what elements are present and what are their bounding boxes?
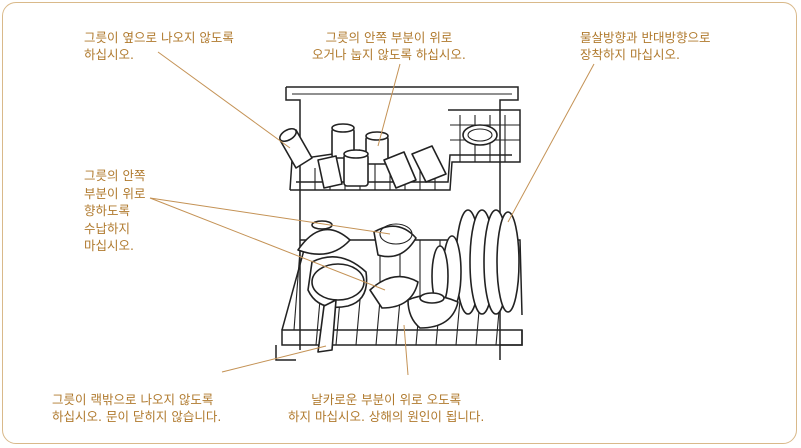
label-line: 하십시오. 문이 닫히지 않습니다. [52,409,222,424]
label-line: 하지 마십시오. 상해의 원인이 됩니다. [288,409,485,424]
label-line: 마십시오. [84,238,134,253]
upper-rack [279,109,521,191]
label-line: 오거나 눕지 않도록 하십시오. [312,47,466,62]
label-inner-part-up: 그릇의 안쪽 부분이 위로 오거나 눕지 않도록 하십시오. [312,29,466,63]
label-line: 그릇이 옆으로 나오지 않도록 [84,30,234,45]
label-line: 수납하지 [84,220,131,236]
label-line: 날카로운 부분이 위로 오도록 [311,392,462,407]
label-line: 하십시오. [84,47,134,62]
leader-lines [149,51,595,376]
bowls [297,220,459,329]
lower-rack [281,209,523,353]
label-side-stick-out: 그릇이 옆으로 나오지 않도록 하십시오. [84,29,234,63]
label-line: 그릇이 랙밖으로 나오지 않도록 [52,392,214,407]
label-rack-outside: 그릇이 랙밖으로 나오지 않도록 하십시오. 문이 닫히지 않습니다. [52,391,221,425]
label-line: 물살방향과 반대방향으로 [580,30,711,45]
label-line: 장착하지 마십시오. [580,47,680,62]
label-inner-face-down: 그릇의 안쪽 부분이 위로 향하도록 수납하지 마십시오. [84,167,145,255]
label-water-direction: 물살방향과 반대방향으로 장착하지 마십시오. [580,29,710,63]
label-line: 그릇의 안쪽 [84,168,146,183]
panel-frame [2,2,797,444]
label-sharp-part: 날카로운 부분이 위로 오도록 하지 마십시오. 상해의 원인이 됩니다. [288,391,484,425]
label-line: 부분이 위로 [84,185,146,201]
label-line: 그릇의 안쪽 부분이 위로 [325,30,453,45]
label-line: 향하도록 [84,203,131,218]
plates [431,209,520,315]
cups [279,123,498,189]
